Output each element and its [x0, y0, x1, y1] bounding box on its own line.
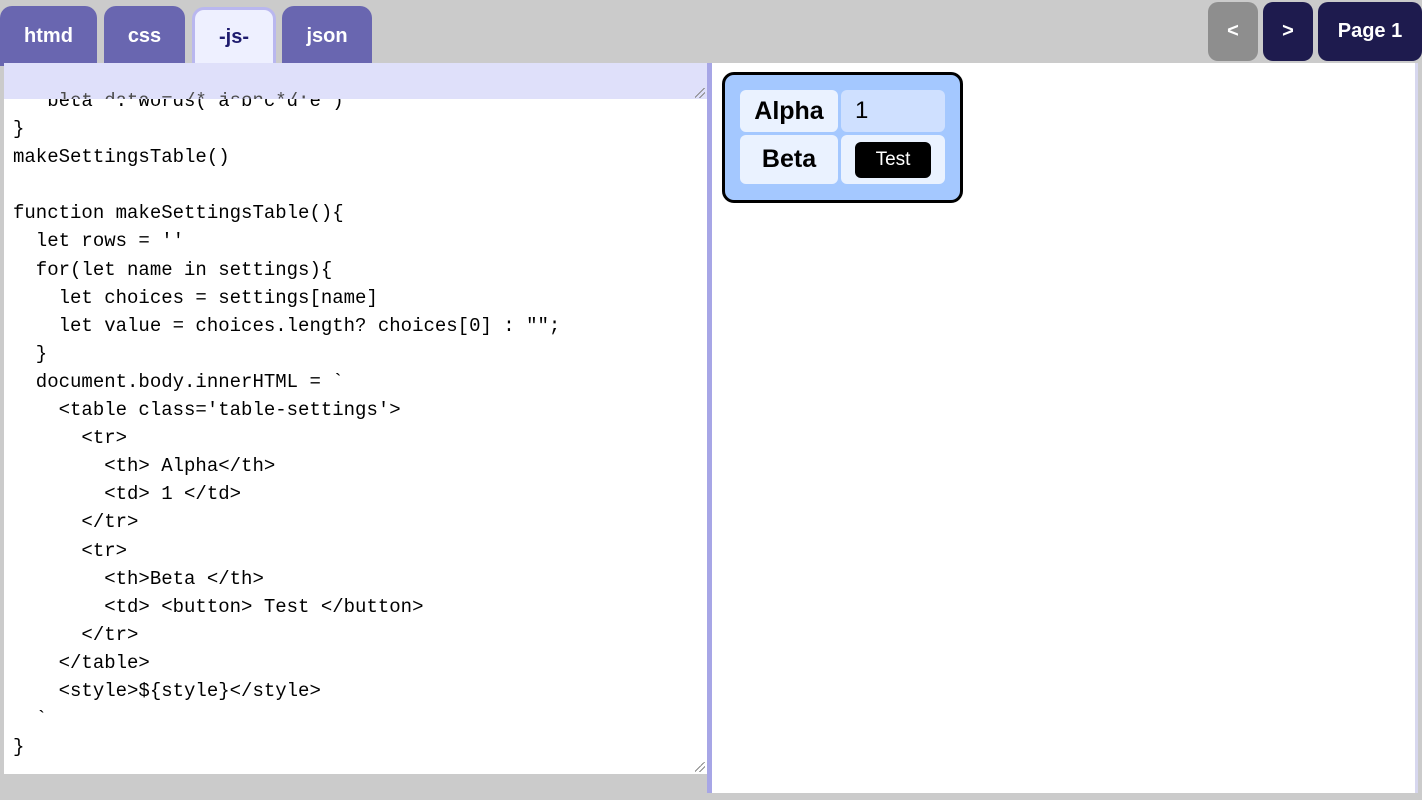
resize-handle-icon[interactable] — [695, 88, 705, 98]
js-code-editor[interactable]: 'beta' : words('a b c d e') } makeSettin… — [4, 99, 707, 774]
test-button[interactable]: Test — [855, 141, 931, 178]
prev-page-button[interactable]: < — [1208, 2, 1258, 61]
table-value-alpha: 1 — [841, 90, 945, 132]
preview-border — [1415, 63, 1418, 793]
tab-json[interactable]: json — [282, 6, 372, 66]
table-header-beta: Beta — [740, 135, 838, 184]
code-text: 'beta' : words('a b c d e') } makeSettin… — [13, 99, 561, 759]
page-indicator-button[interactable]: Page 1 — [1318, 2, 1422, 61]
next-page-button[interactable]: > — [1263, 2, 1313, 61]
tab-css[interactable]: css — [104, 6, 185, 66]
settings-table: Alpha 1 Beta Test — [722, 72, 963, 203]
preview-pane: Alpha 1 Beta Test — [712, 63, 1415, 793]
pane-divider[interactable] — [707, 63, 712, 793]
table-header-alpha: Alpha — [740, 90, 838, 132]
tab-js[interactable]: -js- — [192, 7, 276, 65]
table-value-beta: Test — [841, 135, 945, 184]
tab-htmd[interactable]: htmd — [0, 6, 97, 66]
data-declaration-field[interactable]: let data = /* json */; — [4, 63, 707, 112]
resize-handle-icon[interactable] — [695, 762, 705, 772]
